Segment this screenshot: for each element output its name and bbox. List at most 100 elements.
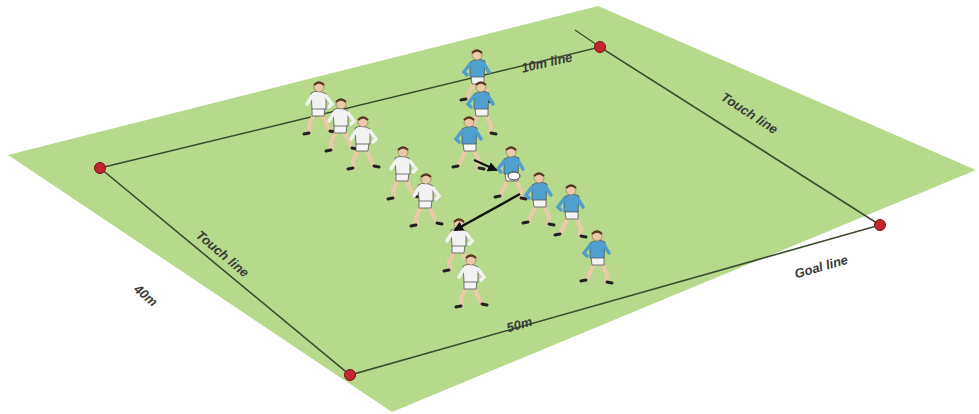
boot <box>453 166 484 169</box>
shirt <box>395 156 410 174</box>
arm <box>488 96 493 104</box>
arm <box>447 233 452 241</box>
arm <box>410 161 416 172</box>
field-label: 40m <box>132 282 160 309</box>
boot <box>581 280 612 283</box>
boot <box>304 131 335 134</box>
player <box>456 255 487 307</box>
shirt <box>590 240 605 258</box>
head <box>592 231 602 241</box>
shirt <box>418 183 433 201</box>
shirt <box>470 59 485 77</box>
player <box>388 147 419 199</box>
head <box>506 147 516 157</box>
run-arrow <box>474 160 496 170</box>
hair <box>336 100 346 103</box>
arm <box>476 131 481 139</box>
boot <box>523 222 554 225</box>
hair <box>592 232 602 235</box>
shirt <box>532 182 547 200</box>
shirt <box>474 91 489 109</box>
arm <box>329 113 334 121</box>
hair <box>566 186 576 189</box>
corner-marker <box>95 163 106 174</box>
head <box>314 82 324 92</box>
player <box>326 99 357 151</box>
pass-arrow <box>455 194 520 230</box>
head <box>472 50 482 60</box>
arm <box>433 188 439 199</box>
player <box>495 147 526 199</box>
arm <box>478 269 484 280</box>
shirt <box>564 194 579 212</box>
arm <box>578 199 583 207</box>
arm <box>348 113 354 124</box>
arm <box>391 161 396 169</box>
arm <box>466 233 472 244</box>
arm <box>414 188 419 196</box>
player-group <box>304 50 612 307</box>
shirt <box>311 91 326 109</box>
boot <box>456 304 487 307</box>
head <box>476 82 486 92</box>
arm <box>526 187 532 198</box>
head <box>398 147 408 157</box>
arm <box>351 131 356 139</box>
arm <box>584 245 590 256</box>
corner-marker <box>345 370 356 381</box>
hair <box>472 51 482 54</box>
shirt <box>504 156 519 174</box>
hair <box>476 83 486 86</box>
arm <box>484 64 489 72</box>
rugby-ball <box>508 172 520 180</box>
corner-marker <box>875 220 886 231</box>
arm <box>468 96 474 107</box>
hair <box>358 118 368 121</box>
head <box>421 174 431 184</box>
arm <box>307 96 312 104</box>
head <box>464 117 474 127</box>
arm <box>604 245 609 253</box>
arm <box>464 64 470 75</box>
corner-marker <box>595 42 606 53</box>
player <box>523 173 554 225</box>
hair <box>466 256 476 259</box>
hair <box>506 148 516 151</box>
hair <box>314 83 324 86</box>
player <box>581 231 612 283</box>
boot <box>555 234 586 237</box>
player <box>304 82 335 134</box>
head <box>566 185 576 195</box>
shirt <box>462 126 477 144</box>
hair <box>421 175 431 178</box>
shirt <box>355 126 370 144</box>
arm <box>546 187 551 195</box>
boot <box>326 148 357 151</box>
arm <box>518 161 523 169</box>
pitch-lines <box>100 47 880 375</box>
shirt <box>333 108 348 126</box>
player <box>348 117 379 169</box>
player <box>465 82 496 134</box>
head <box>358 117 368 127</box>
boot <box>411 223 442 226</box>
head <box>534 173 544 183</box>
arm <box>456 131 462 142</box>
arm <box>558 199 564 210</box>
shirt <box>451 228 466 246</box>
field-label: Goal line <box>793 253 849 281</box>
boot <box>348 166 379 169</box>
player <box>555 185 586 237</box>
arm <box>459 269 464 277</box>
arm <box>370 131 376 142</box>
player <box>411 174 442 226</box>
arm <box>498 161 504 172</box>
shirt <box>463 264 478 282</box>
hair <box>398 148 408 151</box>
arm <box>326 96 332 107</box>
pitch-ground <box>8 6 976 412</box>
player <box>453 117 484 169</box>
